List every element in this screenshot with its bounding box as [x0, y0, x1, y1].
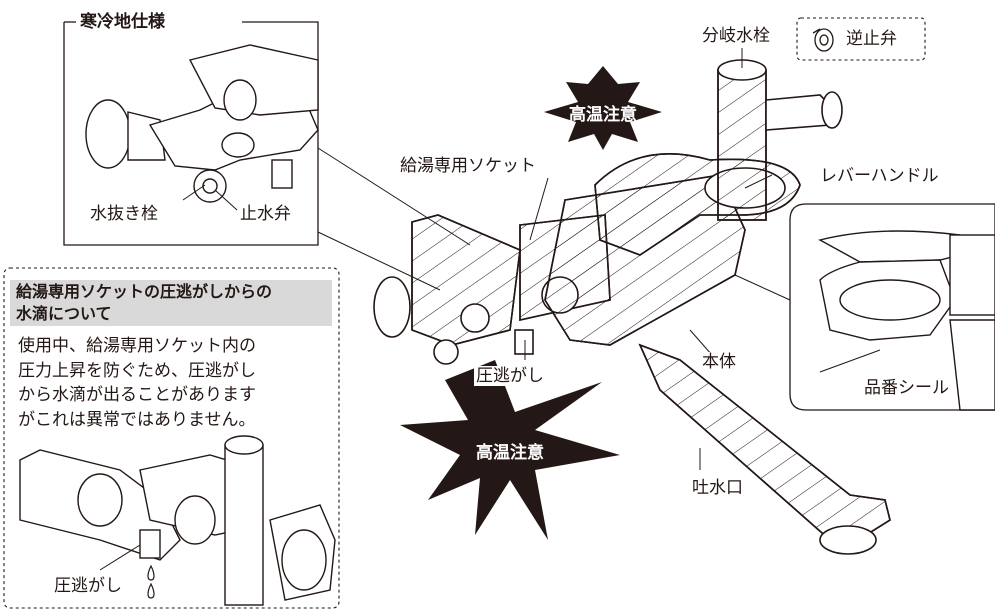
body-label: 本体: [700, 352, 738, 372]
warning-starburst-icon: [544, 66, 662, 150]
relief-note-line4: がこれは異常ではありません。: [18, 409, 256, 430]
cold-region-faucet-drawing: [85, 44, 319, 203]
leader-lines: [99, 48, 881, 571]
relief-note-line3: から水滴が出ることがあります: [18, 385, 256, 405]
cold-region-title: 寒冷地仕様: [78, 12, 167, 32]
relief-note-line2: 圧力上昇を防ぐため、圧逃がし: [18, 360, 256, 381]
relief-detail-drawing: [19, 435, 336, 606]
warning-starburst-icon: [400, 360, 620, 540]
relief-note-frame: [3, 267, 340, 609]
check-valve-box: [796, 17, 926, 61]
check-valve-label: 逆止弁: [844, 29, 899, 49]
warning-top-text: 高温注意: [569, 105, 637, 125]
model-seal-drawing: [818, 230, 995, 411]
stop-valve-label: 止水弁: [238, 204, 293, 224]
spout-label: 吐水口: [690, 478, 745, 498]
lever-handle-label: レバーハンドル: [818, 166, 941, 186]
relief-note-heading-line2: 水滴について: [16, 304, 112, 323]
drain-plug-label: 水抜き栓: [88, 204, 160, 224]
main-faucet-drawing: [373, 59, 891, 555]
relief-note-heading-line1: 給湯専用ソケットの圧逃がしからの: [16, 282, 273, 301]
model-seal-label: 品番シール: [862, 378, 951, 398]
warning-bottom-text: 高温注意: [476, 443, 544, 463]
hot-socket-label: 給湯専用ソケット: [398, 156, 538, 176]
relief-note-body: 使用中、給湯専用ソケット内の 圧力上昇を防ぐため、圧逃がし から水滴が出ることが…: [18, 334, 336, 432]
relief-note-heading: 給湯専用ソケットの圧逃がしからの 水滴について: [10, 280, 332, 326]
relief-detail-label: 圧逃がし: [52, 576, 124, 596]
relief-note-line1: 使用中、給湯専用ソケット内の: [18, 336, 256, 356]
check-valve-icon: [812, 28, 834, 52]
branch-valve-label: 分岐水栓: [700, 26, 772, 46]
relief-label: 圧逃がし: [474, 366, 546, 386]
water-drop-icon: [147, 564, 155, 599]
